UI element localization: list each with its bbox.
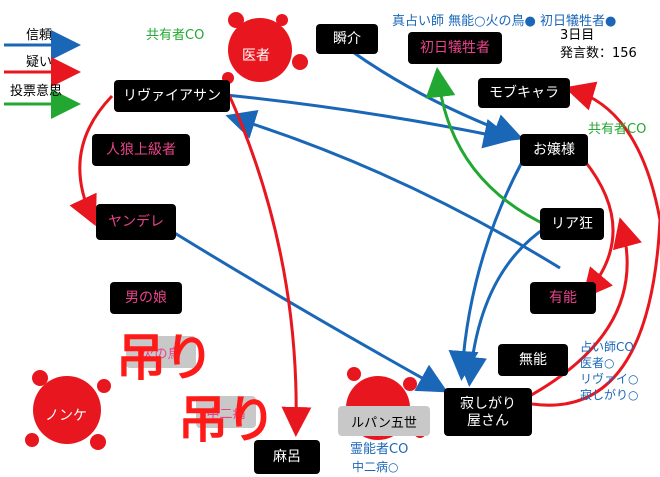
node-nonke: ノンケ bbox=[45, 408, 87, 424]
node-shunsuke: 瞬介 bbox=[316, 24, 378, 54]
edge-trust bbox=[225, 93, 514, 149]
node-riva: リヴァイアサン bbox=[114, 80, 230, 112]
edge-trust bbox=[172, 230, 448, 393]
blood-splat bbox=[222, 12, 308, 84]
node-hinotori: 火の鳥 bbox=[126, 336, 196, 368]
node-lupin: ルパン五世 bbox=[338, 406, 430, 436]
edge-trust bbox=[448, 161, 524, 381]
node-shonichi: 初日犠牲者 bbox=[408, 32, 502, 64]
node-otoko: 男の娘 bbox=[110, 282, 182, 314]
node-yandere: ヤンデレ bbox=[96, 204, 176, 240]
node-riakyo: リア狂 bbox=[540, 208, 604, 240]
node-muno: 無能 bbox=[498, 344, 568, 376]
info-remarks: 発言数：156 bbox=[560, 46, 637, 61]
node-chu2: 中二病 bbox=[196, 396, 256, 428]
edge-doubt bbox=[531, 81, 660, 407]
hanged-label: 吊り bbox=[116, 329, 214, 387]
edge-trust bbox=[457, 224, 549, 387]
node-maro: 麻呂 bbox=[254, 440, 320, 474]
note-uranai-isha: 医者○ bbox=[580, 356, 615, 370]
info-day: 3日目 bbox=[560, 28, 595, 43]
node-ojou: お嬢様 bbox=[520, 134, 588, 166]
legend-trust-label: 信頼 bbox=[26, 28, 53, 43]
legend-vote-label: 投票意思 bbox=[10, 84, 63, 99]
edge-vote bbox=[425, 67, 549, 228]
hanged-label: 吊り bbox=[178, 391, 276, 449]
edge-doubt bbox=[224, 87, 312, 437]
note-true-seer: 真占い師 無能○火の鳥● 初日犠牲者● bbox=[392, 14, 617, 29]
note-uranai-co: 占い師CO bbox=[580, 340, 634, 354]
note-reino-co: 霊能者CO bbox=[350, 442, 409, 457]
edge-doubt bbox=[69, 94, 114, 227]
legend-doubt-label: 疑い bbox=[26, 55, 53, 70]
blood-splat bbox=[25, 370, 111, 450]
node-jinro: 人狼上級者 bbox=[92, 134, 190, 166]
node-yuno: 有能 bbox=[530, 282, 596, 314]
node-mobu: モブキャラ bbox=[478, 78, 570, 108]
edge-doubt bbox=[525, 217, 642, 400]
note-uranai-sabishi: 寂しがり○ bbox=[580, 388, 639, 402]
node-sabishi: 寂しがり 屋さん bbox=[444, 388, 532, 436]
note-kyoyu-co: 共有者CO bbox=[146, 28, 205, 43]
node-isha: 医者 bbox=[242, 48, 270, 64]
note-kyoyu-co-2: 共有者CO bbox=[588, 122, 647, 137]
edge-doubt bbox=[582, 159, 615, 299]
note-uranai-riva: リヴァイ○ bbox=[580, 372, 639, 386]
edge-trust bbox=[225, 109, 561, 270]
note-chu2: 中二病○ bbox=[352, 460, 399, 474]
